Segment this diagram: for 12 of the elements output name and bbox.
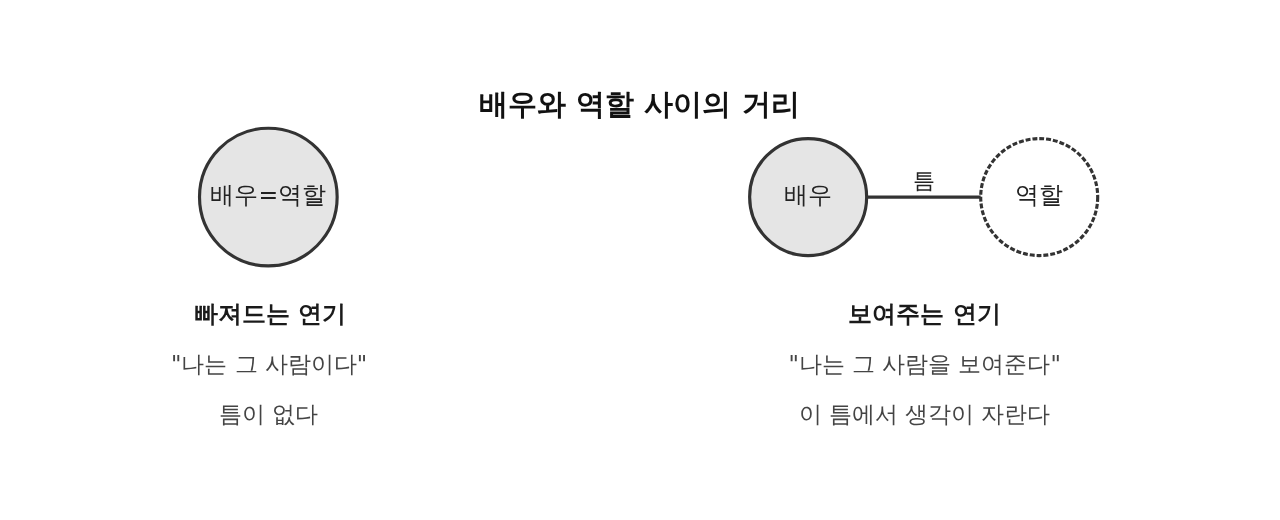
label: 보여주는 연기 xyxy=(848,300,1001,329)
label: "나는 그 사람을 보여준다" xyxy=(788,351,1061,378)
node-circle: 배우 xyxy=(748,137,869,258)
label: 틈이 없다 xyxy=(219,400,319,427)
connector xyxy=(866,195,981,199)
label: 이 틈에서 생각이 자란다 xyxy=(798,400,1051,427)
node-circle: 역할 xyxy=(979,137,1100,258)
diagram-title: 배우와 역할 사이의 거리 xyxy=(478,87,800,122)
label: "나는 그 사람이다" xyxy=(170,351,368,378)
edge-label: 틈 xyxy=(912,167,935,193)
label: 빠져드는 연기 xyxy=(193,300,346,329)
node-circle: 배우=역할 xyxy=(197,126,339,268)
